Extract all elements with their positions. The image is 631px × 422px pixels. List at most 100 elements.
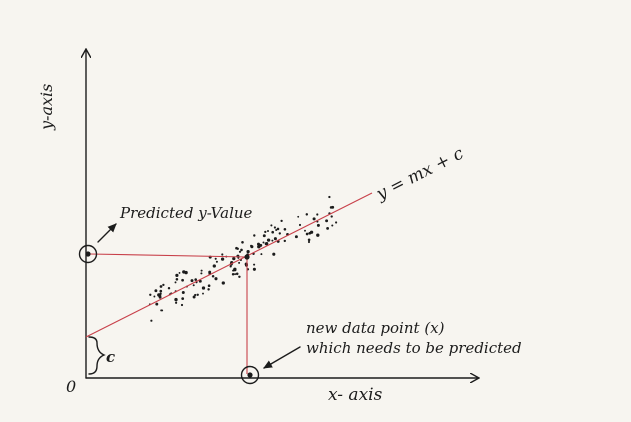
scatter-point bbox=[252, 267, 256, 271]
new-point-label-line2: which needs to be predicted bbox=[306, 339, 522, 357]
scatter-point bbox=[240, 248, 243, 252]
scatter-point bbox=[159, 289, 163, 293]
scatter-point bbox=[150, 319, 153, 322]
scatter-point bbox=[238, 275, 241, 279]
scatter-point bbox=[331, 205, 335, 209]
scatter-point bbox=[153, 295, 156, 298]
scatter-point bbox=[271, 230, 275, 234]
scatter-point bbox=[271, 239, 274, 242]
scatter-point bbox=[212, 264, 216, 268]
predicted-y-dot bbox=[85, 251, 91, 257]
scatter-point bbox=[246, 249, 250, 254]
scatter-point bbox=[174, 281, 177, 284]
scatter-point bbox=[328, 195, 331, 199]
scatter-point bbox=[298, 223, 302, 227]
scatter-point bbox=[260, 253, 263, 256]
scatter-point bbox=[232, 269, 235, 272]
scatter-point bbox=[238, 261, 241, 264]
scatter-point bbox=[214, 257, 217, 260]
scatter-point bbox=[154, 289, 158, 293]
scatter-point bbox=[266, 238, 271, 242]
scatter-point bbox=[174, 297, 178, 302]
scatter-point bbox=[182, 270, 186, 274]
scatter-point bbox=[253, 234, 256, 237]
scatter-point bbox=[257, 242, 260, 246]
scatter-point bbox=[273, 226, 276, 229]
scatter-point bbox=[264, 230, 267, 234]
scatter-point bbox=[232, 256, 236, 261]
scatter-point bbox=[280, 219, 283, 223]
scatter-point bbox=[283, 239, 286, 243]
x-axis-label: x- axis bbox=[328, 385, 383, 405]
y-axis-label: y-axis bbox=[37, 84, 56, 131]
scatter-point bbox=[160, 309, 163, 312]
scatter-point bbox=[181, 291, 185, 294]
scatter-point bbox=[272, 252, 276, 256]
scatter-point bbox=[220, 257, 225, 261]
scatter-point bbox=[155, 302, 159, 306]
scatter-point bbox=[278, 232, 281, 235]
scatter-point bbox=[335, 221, 338, 224]
scatter-point bbox=[196, 293, 199, 296]
scatter-point bbox=[192, 295, 196, 299]
scatter-point bbox=[241, 241, 244, 244]
intercept-brace bbox=[88, 336, 106, 375]
scatter-point bbox=[221, 253, 224, 256]
scatter-point bbox=[174, 301, 178, 304]
scatter-point bbox=[207, 284, 211, 288]
new-point-arrow bbox=[263, 346, 301, 369]
scatter-point bbox=[305, 213, 309, 216]
scatter-point bbox=[194, 278, 197, 281]
scatter-point bbox=[200, 269, 203, 272]
scatter-point bbox=[307, 240, 311, 244]
scatter-point bbox=[198, 279, 202, 283]
scatter-point bbox=[294, 235, 298, 239]
scatter-point bbox=[267, 230, 269, 232]
scatter-point bbox=[175, 273, 179, 277]
scatter-point bbox=[262, 241, 265, 244]
predicted-y-circle bbox=[78, 244, 98, 264]
scatter-point bbox=[257, 245, 261, 249]
scatter-point bbox=[238, 250, 242, 253]
scatter-point bbox=[265, 242, 269, 246]
scatter-point bbox=[316, 213, 319, 216]
regression-line bbox=[85, 192, 373, 338]
scatter-point bbox=[194, 293, 197, 297]
scatter-point bbox=[304, 229, 306, 232]
intercept-label: c bbox=[106, 348, 115, 366]
scatter-point bbox=[180, 303, 184, 307]
new-x-circle bbox=[240, 365, 260, 385]
scatter-point bbox=[273, 237, 277, 241]
scatter-point bbox=[283, 228, 287, 231]
scatter-point bbox=[190, 279, 194, 283]
predicted-value-arrow bbox=[97, 223, 117, 243]
scatter-point bbox=[262, 234, 266, 238]
scatter-point bbox=[253, 263, 256, 266]
scatter-point bbox=[178, 271, 181, 274]
scatter-point bbox=[149, 293, 152, 296]
scatter-point bbox=[326, 226, 330, 230]
scatter-point bbox=[201, 286, 206, 290]
predicted-value-label: Predicted y-Value bbox=[119, 204, 253, 222]
scatter-point bbox=[330, 215, 333, 218]
scatter-point bbox=[316, 233, 320, 237]
scatter-point bbox=[307, 238, 311, 242]
equation-label: y = mx + c bbox=[372, 143, 467, 205]
scatter-point bbox=[270, 224, 273, 227]
scatter-point bbox=[202, 292, 204, 295]
scatter-point bbox=[167, 286, 171, 290]
scatter-point bbox=[275, 228, 278, 232]
prediction-point bbox=[244, 254, 250, 260]
scatter-point bbox=[181, 278, 184, 282]
scatter-point bbox=[308, 231, 312, 235]
new-point-label-line1: new data point (x) bbox=[306, 319, 445, 337]
scatter-point bbox=[157, 293, 161, 297]
scatter-point bbox=[316, 223, 320, 227]
horizontal-projection bbox=[89, 253, 248, 258]
scatter-point bbox=[211, 274, 215, 278]
scatter-point bbox=[214, 277, 218, 281]
scatter-point bbox=[229, 265, 232, 268]
scatter-point bbox=[175, 278, 179, 281]
scatter-point bbox=[236, 247, 239, 250]
